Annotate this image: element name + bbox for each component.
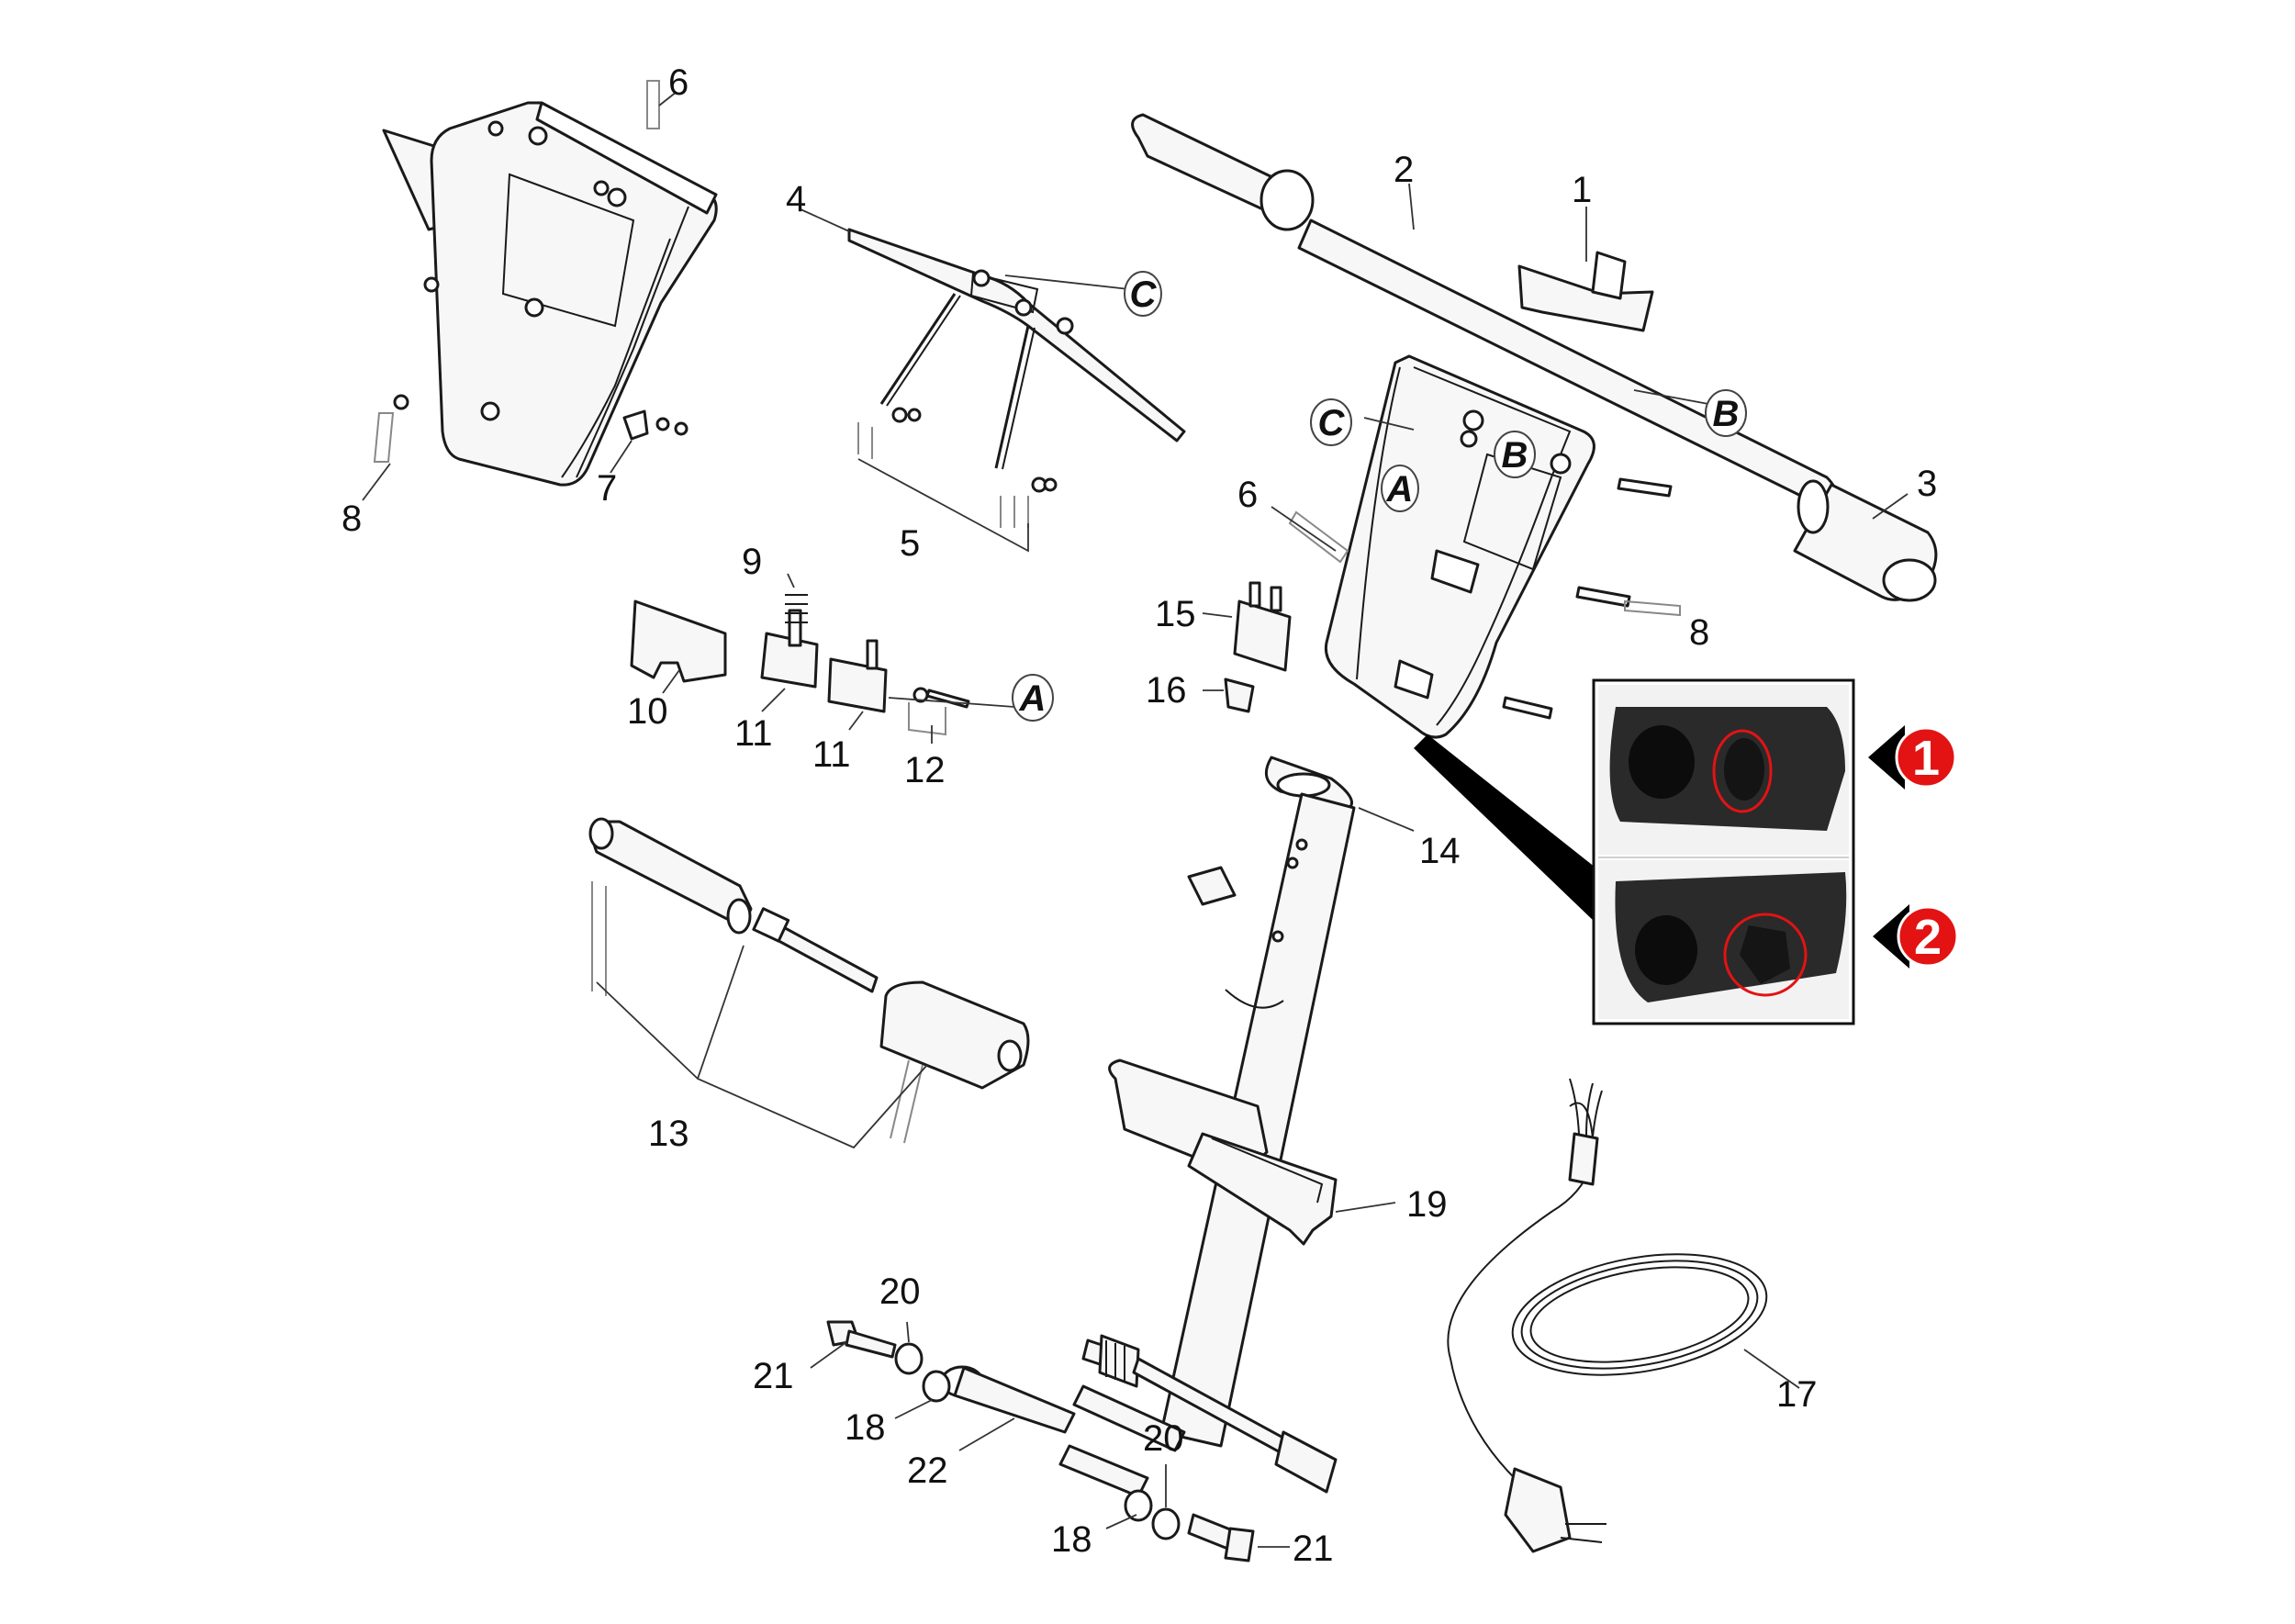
- callout-8: 8: [341, 498, 362, 539]
- callout-22: 22: [907, 1450, 948, 1491]
- callout-5: 5: [900, 523, 920, 564]
- letter-a-label: A: [1019, 678, 1047, 719]
- callout-18a: 18: [845, 1407, 886, 1448]
- callout-1: 1: [1572, 170, 1592, 210]
- callout-10: 10: [627, 691, 668, 732]
- callout-15: 15: [1155, 594, 1196, 634]
- callout-21a: 21: [753, 1356, 794, 1396]
- marker-2-label: 2: [1914, 910, 1942, 965]
- marker-1-label: 1: [1912, 731, 1940, 786]
- letter-c-label: C: [1318, 403, 1346, 443]
- letter-bubble-b-handlebar: B: [1705, 389, 1747, 437]
- callout-14: 14: [1419, 831, 1461, 871]
- callout-8b: 8: [1689, 612, 1709, 653]
- steering-column: [940, 756, 1415, 1498]
- callout-19: 19: [1406, 1184, 1448, 1225]
- callout-20a: 20: [879, 1271, 921, 1312]
- callout-11b: 11: [812, 734, 851, 775]
- inset-pointer: [1414, 734, 1595, 923]
- handlebar-assembly: [1131, 113, 1938, 602]
- switch-assembly: [630, 573, 1015, 744]
- marker-2: 2: [1873, 904, 1959, 969]
- callout-2: 2: [1394, 150, 1414, 190]
- linkage-assembly: [800, 208, 1186, 553]
- callout-18b: 18: [1051, 1519, 1092, 1560]
- marker-1: 1: [1868, 725, 1957, 790]
- callout-16: 16: [1146, 670, 1187, 711]
- letter-b-label: B: [1502, 435, 1528, 476]
- callout-13: 13: [648, 1114, 689, 1154]
- letter-bubble-c-linkage: C: [1124, 271, 1162, 317]
- cable-gland: [1098, 581, 1338, 1494]
- callout-12: 12: [904, 750, 946, 790]
- inset-photo-1: [1598, 685, 1849, 855]
- power-cord: [1447, 1078, 1800, 1553]
- letter-a-label: A: [1386, 469, 1414, 510]
- callout-7: 7: [597, 468, 617, 509]
- letter-bubble-a-housing: A: [1381, 465, 1419, 512]
- letter-bubble-c-housing: C: [1310, 398, 1352, 446]
- callout-labels: 6 8 7 4 5 2 1 3 6 8 9 15 16 10 11 11 12 …: [341, 62, 1937, 1569]
- callout-3: 3: [1917, 464, 1937, 504]
- callout-21b: 21: [1293, 1529, 1334, 1569]
- detail-inset: 1 2: [1414, 678, 1959, 1025]
- callout-6b: 6: [1237, 475, 1258, 515]
- callout-9: 9: [742, 542, 762, 582]
- rear-cover-panel: [362, 80, 718, 501]
- letter-bubble-a-switch: A: [1012, 674, 1054, 722]
- fasteners: [810, 1320, 1290, 1562]
- callout-17: 17: [1776, 1374, 1818, 1415]
- letter-bubble-b-housing: B: [1494, 431, 1536, 478]
- callout-4: 4: [786, 179, 806, 219]
- inset-photo-2: [1598, 860, 1849, 1019]
- callout-6: 6: [668, 62, 688, 103]
- letter-c-label: C: [1130, 274, 1158, 315]
- letter-b-label: B: [1713, 394, 1740, 434]
- lever-set: [588, 817, 1030, 1149]
- callout-20b: 20: [1143, 1418, 1184, 1459]
- callout-11a: 11: [734, 713, 773, 754]
